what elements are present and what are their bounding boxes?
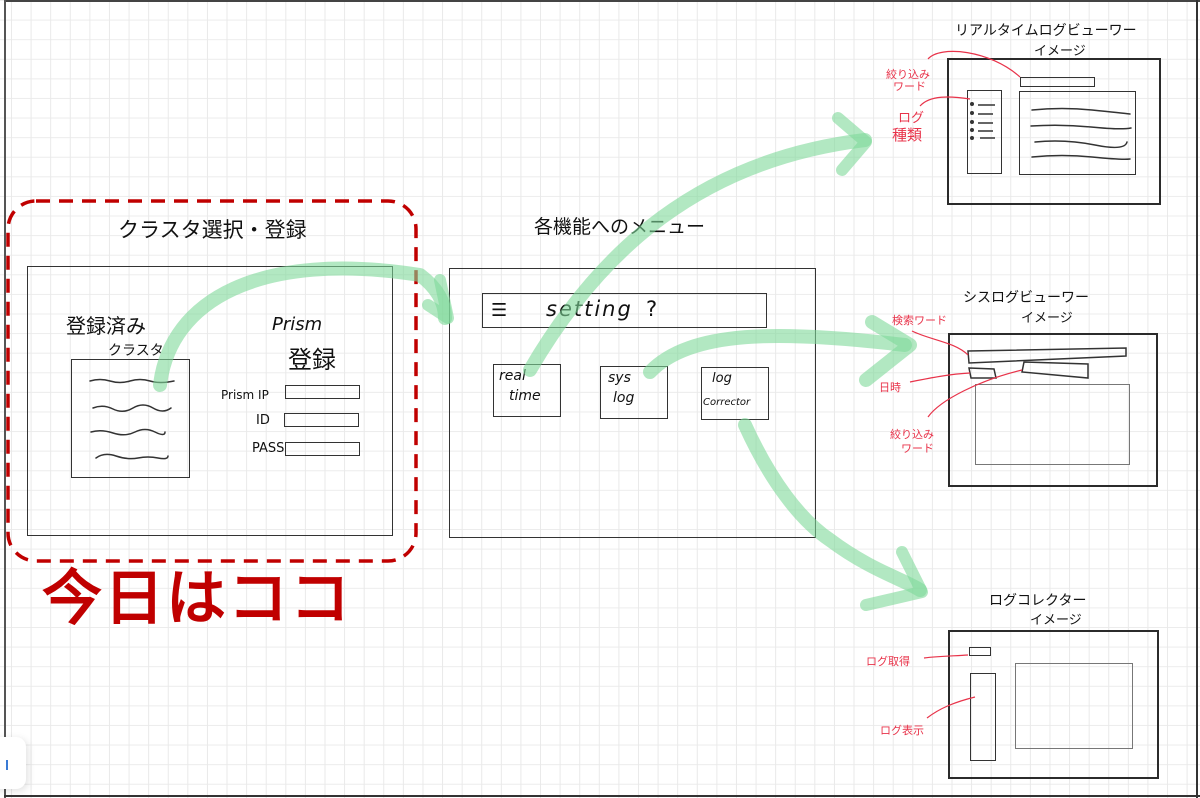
- setting-label[interactable]: setting: [546, 297, 633, 321]
- syslog-button-label-2: log: [613, 390, 635, 406]
- syslog-log-pane: [975, 384, 1130, 465]
- note-fetch-log: ログ取得: [866, 655, 910, 668]
- syslog-viewer-subtitle: イメージ: [1021, 311, 1073, 326]
- prism-ip-label: Prism IP: [221, 388, 269, 402]
- prism-label: Prism: [272, 314, 323, 335]
- frame-border-top: [4, 0, 1200, 2]
- prism-register-label: 登録: [288, 346, 336, 374]
- realtime-log-type-list: [967, 90, 1002, 174]
- log-collector-subtitle: イメージ: [1030, 613, 1082, 628]
- note-syslog-filter-2: ワード: [901, 442, 934, 455]
- note-syslog-filter-1: 絞り込み: [890, 428, 934, 441]
- note-filter-word-1: 絞り込み: [886, 68, 930, 81]
- menu-section-title: 各機能へのメニュー: [534, 216, 706, 238]
- log-collector-title: ログコレクター: [989, 593, 1087, 609]
- realtime-filter-input[interactable]: [1020, 77, 1095, 87]
- registered-label: 登録済み: [66, 314, 146, 338]
- id-label: ID: [256, 413, 270, 428]
- prism-ip-input[interactable]: [285, 385, 360, 399]
- registered-cluster-list: [71, 359, 190, 478]
- side-panel-indicator: [6, 760, 8, 770]
- side-panel-tab[interactable]: [0, 737, 26, 789]
- note-search-word: 検索ワード: [892, 314, 947, 327]
- log-list-panel: [970, 673, 996, 761]
- realtime-button-label-1: real: [499, 368, 526, 384]
- id-input[interactable]: [284, 413, 359, 427]
- realtime-viewer-subtitle: イメージ: [1034, 44, 1086, 59]
- pass-label: PASS: [252, 441, 285, 456]
- realtime-button-label-2: time: [509, 388, 541, 404]
- note-log-type-1: ログ: [898, 111, 925, 126]
- note-datetime: 日時: [879, 381, 901, 394]
- realtime-viewer-title: リアルタイムログビューワー: [955, 23, 1137, 39]
- realtime-log-pane: [1019, 91, 1136, 175]
- syslog-button-label-1: sys: [608, 370, 631, 386]
- syslog-viewer-title: シスログビューワー: [963, 290, 1089, 306]
- log-collector-pane: [1015, 663, 1133, 749]
- note-filter-word-2: ワード: [893, 80, 926, 93]
- fetch-log-button[interactable]: [969, 647, 991, 656]
- note-show-log: ログ表示: [880, 724, 924, 737]
- today-here-label: 今日はココ: [42, 564, 352, 634]
- hamburger-icon[interactable]: ☰: [491, 300, 508, 321]
- pass-input[interactable]: [285, 442, 360, 456]
- log-collector-button-label-1: log: [712, 371, 732, 386]
- registered-cluster-label: クラスタ: [108, 343, 164, 359]
- note-log-type-2: 種類: [892, 126, 923, 144]
- help-icon[interactable]: ?: [646, 297, 658, 321]
- frame-border-right: [1196, 0, 1198, 798]
- realtime-viewer-mock: [947, 58, 1161, 205]
- cluster-section-title: クラスタ選択・登録: [118, 218, 307, 242]
- log-collector-button-label-2: Corrector: [703, 397, 751, 408]
- frame-border-bottom: [4, 795, 1200, 797]
- frame-border-left: [4, 0, 6, 798]
